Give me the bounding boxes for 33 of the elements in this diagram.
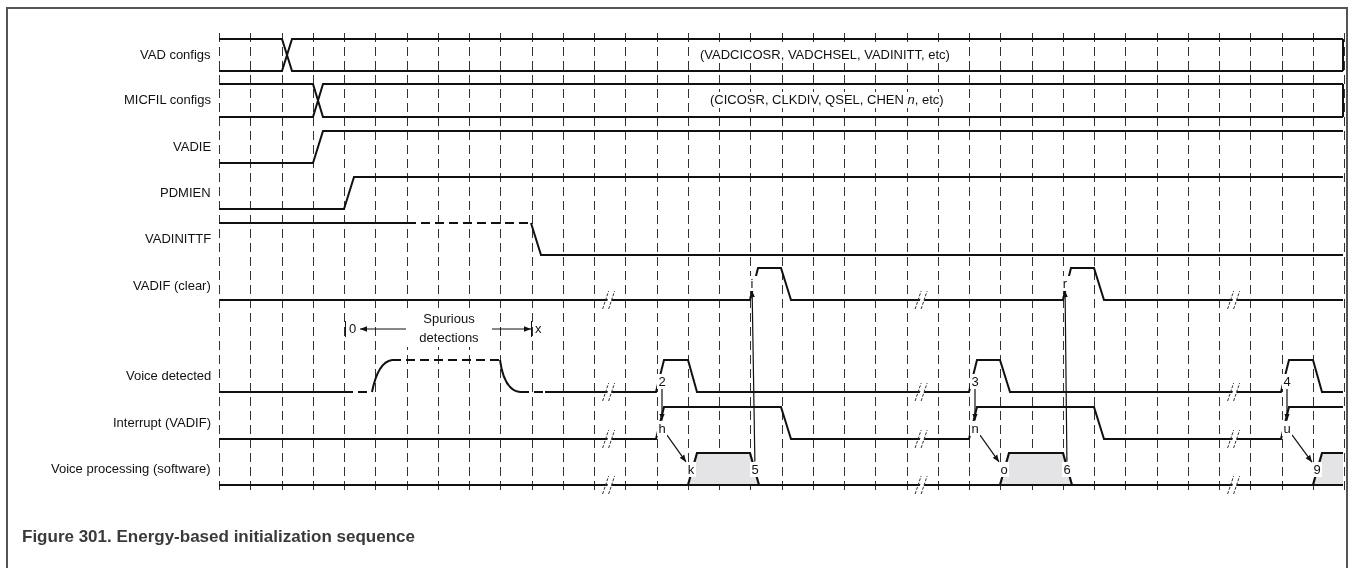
callout-number: 4 [1282,373,1292,389]
callout-number: 6 [1062,461,1072,477]
callout-letter: n [970,420,980,436]
span-end-label: 0 [349,321,357,337]
span-end-label: x [535,321,542,337]
signal-name: Interrupt (VADIF) [113,415,211,431]
arrow [749,289,756,463]
callout-letter: k [686,461,696,477]
arrow [1062,289,1068,463]
callout-letter: r [1060,275,1070,291]
arrow [659,387,665,422]
callout-number: 5 [750,461,760,477]
arrow [666,434,687,463]
arrow [1284,387,1290,422]
signal-name: VADIE [173,139,212,155]
signal-name: MICFIL configs [124,92,211,108]
signal-name: PDMIEN [160,185,211,201]
signal-name: Voice detected [126,368,212,384]
callout-letter: h [657,420,667,436]
callout-number: 9 [1312,461,1322,477]
callout-letter: u [1282,420,1292,436]
figure-caption: Figure 301. Energy-based initialization sequence [22,527,415,547]
arrow [1291,434,1313,463]
callout-number: 2 [657,373,667,389]
arrow [972,387,978,422]
signal-name: Voice processing (software) [51,461,211,477]
signal-name: VAD configs [140,47,211,63]
callout-letter: i [747,275,757,291]
signal-name: VADINITTF [145,231,212,247]
callout-letter: o [999,461,1009,477]
callout-number: 3 [970,373,980,389]
signal-name: VADIF (clear) [133,278,211,294]
arrow [979,434,1000,463]
